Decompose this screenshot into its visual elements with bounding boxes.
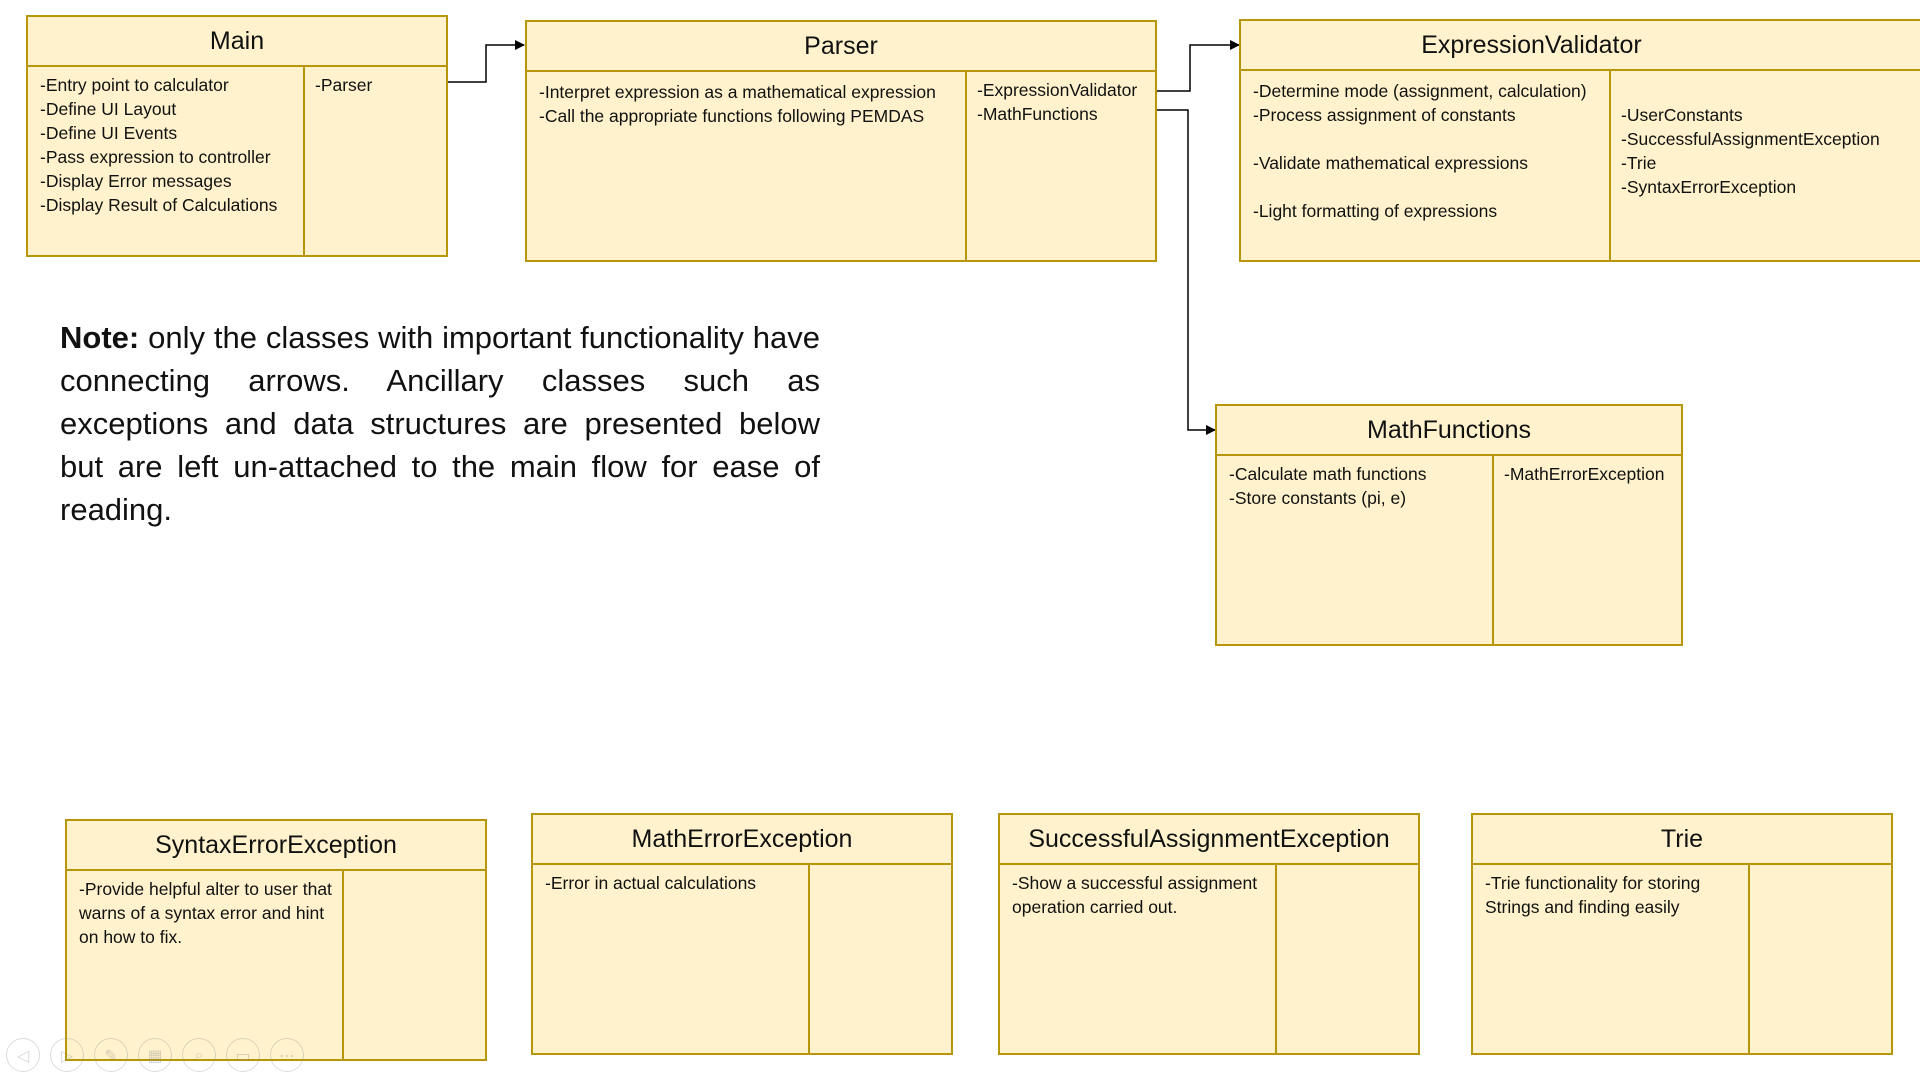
note-text: Note: only the classes with important fu… <box>60 316 820 531</box>
note-label: Note: <box>60 320 140 355</box>
responsibilities-list: -Determine mode (assignment, calculation… <box>1241 71 1611 260</box>
responsibilities-list: -Error in actual calculations <box>533 865 810 1053</box>
class-card-expressionvalidator: ExpressionValidator -Determine mode (ass… <box>1239 19 1920 262</box>
collaborators-list <box>344 871 485 1059</box>
collaborators-list <box>1750 865 1891 1053</box>
collaborator-item: -Trie <box>1621 153 1657 173</box>
class-card-parser: Parser -Interpret expression as a mathem… <box>525 20 1157 262</box>
responsibilities-list: -Calculate math functions -Store constan… <box>1217 456 1494 644</box>
responsibility-item <box>1253 127 1599 151</box>
class-title: Trie <box>1473 815 1891 865</box>
responsibilities-list: -Provide helpful alter to user that warn… <box>67 871 344 1059</box>
responsibility-item: -Entry point to calculator <box>40 75 229 95</box>
arrow-parser-to-expressionvalidator <box>1156 40 1240 92</box>
responsibility-item: -Trie functionality for storing Strings … <box>1485 873 1701 917</box>
class-title: Parser <box>527 22 1155 72</box>
slideshow-toolbar: ◁ ▷ ✎ ▦ ⌕ ▭ ⋯ <box>6 1038 304 1072</box>
responsibility-item: -Calculate math functions <box>1229 464 1427 484</box>
responsibility-item <box>1253 175 1599 199</box>
next-slide-icon[interactable]: ▷ <box>50 1038 84 1072</box>
responsibility-item: -Pass expression to controller <box>40 147 271 167</box>
collaborators-list: -MathErrorException <box>1494 456 1681 644</box>
collaborator-item <box>1621 79 1914 103</box>
responsibility-item: -Validate mathematical expressions <box>1253 153 1528 173</box>
class-title: ExpressionValidator <box>1241 21 1920 71</box>
class-card-mathfunctions: MathFunctions -Calculate math functions … <box>1215 404 1683 646</box>
collaborator-item: -SuccessfulAssignmentException <box>1621 129 1880 149</box>
note-body: only the classes with important function… <box>60 320 820 527</box>
responsibility-item: -Light formatting of expressions <box>1253 201 1498 221</box>
collaborator-item: -SyntaxErrorException <box>1621 177 1797 197</box>
collaborator-item: -MathErrorException <box>1504 464 1665 484</box>
responsibility-item: -Process assignment of constants <box>1253 105 1516 125</box>
responsibility-item: -Show a successful assignment operation … <box>1012 873 1258 917</box>
class-title: MathErrorException <box>533 815 951 865</box>
more-options-icon[interactable]: ⋯ <box>270 1038 304 1072</box>
collaborator-item: -UserConstants <box>1621 105 1743 125</box>
class-card-main: Main -Entry point to calculator -Define … <box>26 15 448 257</box>
screen-icon[interactable]: ▭ <box>226 1038 260 1072</box>
responsibility-item: -Store constants (pi, e) <box>1229 488 1407 508</box>
collaborators-list: -ExpressionValidator -MathFunctions <box>967 72 1155 260</box>
arrow-main-to-parser <box>447 40 525 83</box>
responsibility-item: -Error in actual calculations <box>545 873 757 893</box>
collaborator-item: -MathFunctions <box>977 104 1098 124</box>
collaborators-list <box>1277 865 1418 1053</box>
class-title: SyntaxErrorException <box>67 821 485 871</box>
class-card-syntaxerrorexception: SyntaxErrorException -Provide helpful al… <box>65 819 487 1061</box>
responsibility-item: -Provide helpful alter to user that warn… <box>79 879 332 947</box>
collaborators-list: -UserConstants -SuccessfulAssignmentExce… <box>1611 71 1920 260</box>
class-title: MathFunctions <box>1217 406 1681 456</box>
slides-grid-icon[interactable]: ▦ <box>138 1038 172 1072</box>
responsibilities-list: -Interpret expression as a mathematical … <box>527 72 967 260</box>
responsibilities-list: -Entry point to calculator -Define UI La… <box>28 67 305 255</box>
class-title: Main <box>28 17 446 67</box>
class-title: SuccessfulAssignmentException <box>1000 815 1418 865</box>
arrow-parser-to-mathfunctions <box>1156 109 1216 435</box>
responsibility-item: -Interpret expression as a mathematical … <box>539 82 936 102</box>
previous-slide-icon[interactable]: ◁ <box>6 1038 40 1072</box>
responsibility-item: -Define UI Events <box>40 123 178 143</box>
collaborators-list <box>810 865 951 1053</box>
pen-icon[interactable]: ✎ <box>94 1038 128 1072</box>
collaborator-item: -ExpressionValidator <box>977 80 1138 100</box>
zoom-icon[interactable]: ⌕ <box>182 1038 216 1072</box>
class-card-matherrorexception: MathErrorException -Error in actual calc… <box>531 813 953 1055</box>
collaborators-list: -Parser <box>305 67 446 255</box>
responsibility-item: -Call the appropriate functions followin… <box>539 106 925 126</box>
responsibility-item: -Display Error messages <box>40 171 232 191</box>
responsibility-item: -Display Result of Calculations <box>40 195 278 215</box>
responsibilities-list: -Show a successful assignment operation … <box>1000 865 1277 1053</box>
class-card-successfulassignmentexception: SuccessfulAssignmentException -Show a su… <box>998 813 1420 1055</box>
responsibilities-list: -Trie functionality for storing Strings … <box>1473 865 1750 1053</box>
responsibility-item: -Determine mode (assignment, calculation… <box>1253 81 1587 101</box>
collaborator-item: -Parser <box>315 75 373 95</box>
responsibility-item: -Define UI Layout <box>40 99 177 119</box>
class-card-trie: Trie -Trie functionality for storing Str… <box>1471 813 1893 1055</box>
